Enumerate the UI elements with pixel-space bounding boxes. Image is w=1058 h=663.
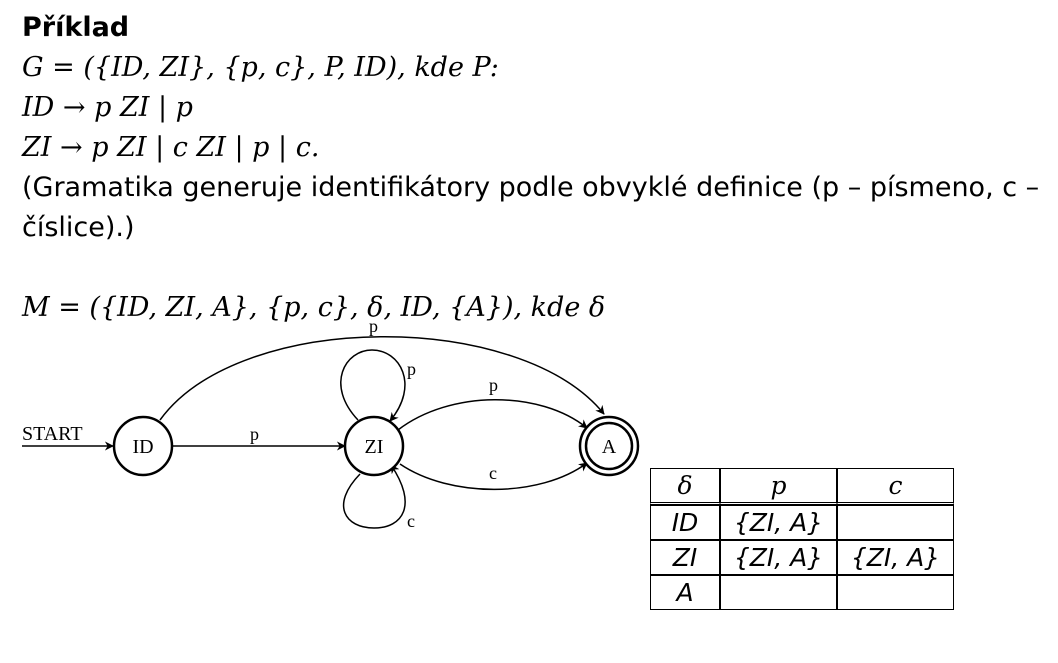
edge-label-zi-to-a-top: p — [489, 375, 498, 395]
header-cell-delta: δ — [650, 468, 720, 505]
edge-zi-to-a-top — [397, 399, 588, 431]
edge-zi-loop-top — [340, 349, 406, 422]
state-id-label: ID — [132, 436, 153, 458]
table-cell: {ZI, A} — [720, 540, 837, 575]
start-label: START — [22, 423, 83, 445]
state-a-inner-ring — [584, 421, 634, 471]
header-cell-p: p — [720, 468, 837, 505]
row-state-cell: ID — [650, 505, 720, 540]
row-state-cell: A — [650, 575, 720, 610]
note-line-1: (Gramatika generuje identifikátory podle… — [22, 172, 1040, 203]
table-cell: {ZI, A} — [720, 505, 837, 540]
edge-label-zi-loop-bottom: c — [407, 511, 415, 531]
table-row: ID {ZI, A} — [650, 505, 954, 540]
state-zi — [343, 415, 405, 477]
edge-id-to-a — [159, 336, 605, 421]
edge-label-id-to-a: p — [369, 316, 378, 336]
edge-zi-to-a-bottom — [399, 462, 588, 491]
table-row: A — [650, 575, 954, 610]
table-cell — [837, 575, 954, 610]
table-cell — [720, 575, 837, 610]
state-zi-label: ZI — [365, 436, 384, 458]
grammar-definition: G = ({ID, ZI}, {p, c}, P, ID), kde P: — [22, 52, 499, 83]
state-a-outer-ring — [578, 415, 640, 477]
edge-label-zi-to-a-bottom: c — [489, 463, 497, 483]
edge-zi-loop-bottom — [342, 464, 406, 529]
table-row: ZI {ZI, A} {ZI, A} — [650, 540, 954, 575]
note-line-2: číslice).) — [22, 212, 135, 243]
edge-label-zi-loop-top: p — [407, 359, 416, 379]
slide-title: Příklad — [22, 12, 130, 43]
table-cell: {ZI, A} — [837, 540, 954, 575]
row-state-cell: ZI — [650, 540, 720, 575]
slide-text: Příklad G = ({ID, ZI}, {p, c}, P, ID), k… — [22, 8, 1042, 328]
state-a-label: A — [602, 436, 617, 458]
transition-table: δ p c ID {ZI, A} ZI {ZI, A} {ZI, A} A — [650, 468, 954, 610]
table-cell — [837, 505, 954, 540]
automaton-definition: M = ({ID, ZI, A}, {p, c}, δ, ID, {A}), k… — [22, 292, 606, 323]
header-cell-c: c — [837, 468, 954, 505]
transition-table-header: δ p c — [650, 468, 954, 505]
rule-id: ID → p ZI | p — [22, 92, 193, 123]
rule-zi: ZI → p ZI | c ZI | p | c. — [22, 132, 320, 163]
edge-label-id-to-zi: p — [250, 424, 259, 444]
state-id — [112, 415, 174, 477]
